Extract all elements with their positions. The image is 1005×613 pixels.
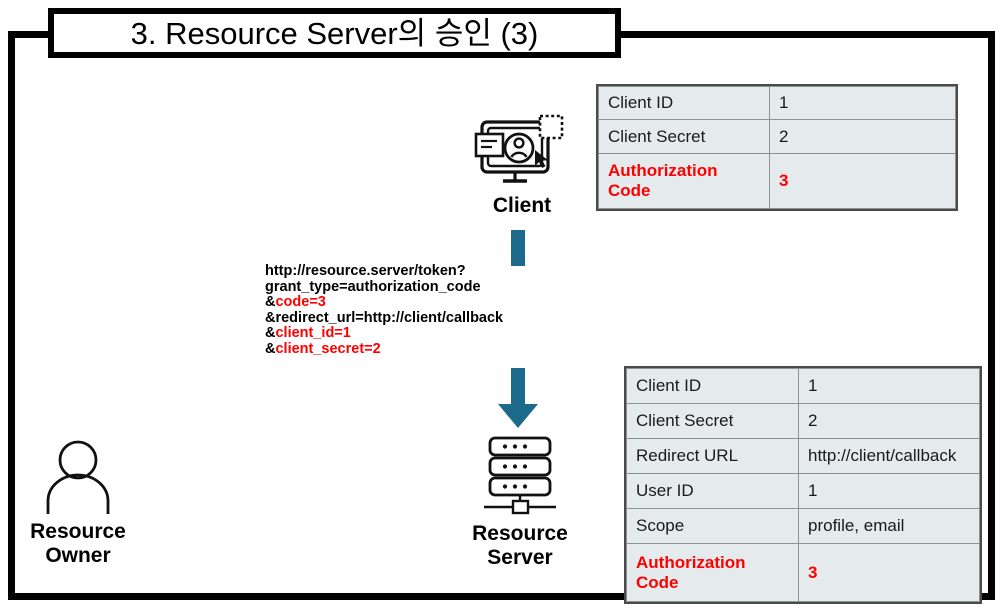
resource-owner-label-line2: Owner xyxy=(45,543,111,567)
url-line-3: &code=3 xyxy=(265,294,565,311)
slide-title-banner: 3. Resource Server의 승인 (3) xyxy=(48,8,621,58)
server-table-cell-value: 2 xyxy=(798,403,980,440)
resource-server-label-line2: Server xyxy=(487,545,553,569)
client-label: Client xyxy=(492,194,552,217)
server-table-cell-value: profile, email xyxy=(798,508,980,545)
arrow-to-resource-server xyxy=(498,368,538,428)
url-line-3-prefix: & xyxy=(265,294,276,311)
client-monitor-user-icon xyxy=(474,114,564,183)
client-table-cell-key: Client ID xyxy=(598,85,770,121)
url-line-3-param: code=3 xyxy=(275,294,326,311)
url-line-5-prefix: & xyxy=(265,325,276,342)
node-client: Client xyxy=(462,112,582,218)
client-table-cell-value: 2 xyxy=(769,119,956,154)
server-table-cell-key: Scope xyxy=(626,508,799,545)
client-table-cell-key: Authorization Code xyxy=(598,152,770,210)
server-table-cell-key: User ID xyxy=(626,473,799,510)
node-resource-owner: Resource Owner xyxy=(16,438,140,567)
server-rack-icon xyxy=(484,436,556,515)
server-table-cell-value: 1 xyxy=(798,367,980,405)
server-table-cell-key: Redirect URL xyxy=(626,438,799,475)
url-line-1: http://resource.server/token? xyxy=(265,263,466,279)
url-line-5: &client_id=1 xyxy=(265,326,565,342)
server-table-cell-value: 1 xyxy=(798,473,980,510)
resource-owner-label-line1: Resource xyxy=(30,520,126,543)
url-line-6-param: client_secret=2 xyxy=(275,340,381,357)
server-table-cell-value: http://client/callback xyxy=(798,438,980,475)
token-request-url: http://resource.server/token? grant_type… xyxy=(265,263,565,358)
url-line-6: &client_secret=2 xyxy=(265,340,565,358)
node-resource-server: Resource Server xyxy=(454,434,586,569)
client-table-cell-key: Client Secret xyxy=(598,119,770,154)
person-icon xyxy=(46,440,110,514)
server-table-cell-key: Client ID xyxy=(626,367,799,405)
client-table-cell-value: 3 xyxy=(769,152,956,210)
url-line-4: &redirect_url=http://client/callback xyxy=(265,309,504,326)
url-line-2: grant_type=authorization_code xyxy=(265,278,481,295)
page-title: 3. Resource Server의 승인 (3) xyxy=(130,15,539,51)
url-line-6-prefix: & xyxy=(265,340,276,357)
resource-server-label-line1: Resource xyxy=(472,522,568,545)
server-table-cell-value: 3 xyxy=(798,543,980,602)
server-table-cell-key: Client Secret xyxy=(626,403,799,440)
arrow-client-to-server-stub xyxy=(511,230,525,266)
server-table-cell-key: Authorization Code xyxy=(626,543,799,602)
url-line-5-param: client_id=1 xyxy=(275,325,351,342)
client-table-cell-value: 1 xyxy=(769,85,956,121)
